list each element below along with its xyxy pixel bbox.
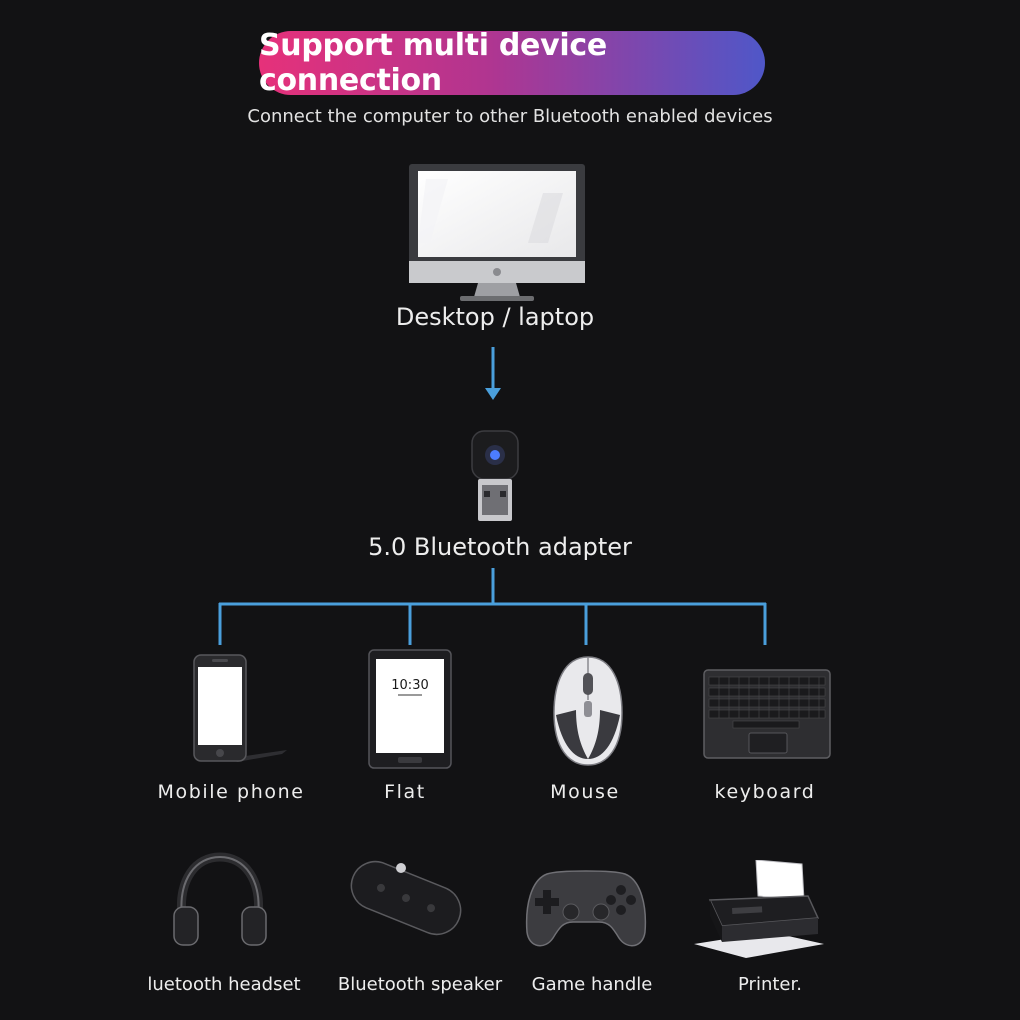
device-label-gamepad: Game handle	[531, 974, 653, 995]
device-label-speaker: Bluetooth speaker	[337, 974, 503, 995]
desktop-monitor-icon	[409, 164, 585, 301]
tablet-icon: 10:30	[368, 649, 452, 769]
adapter-label: 5.0 Bluetooth adapter	[368, 533, 632, 561]
keyboard-icon	[703, 669, 831, 759]
banner-title: Support multi device connection	[259, 28, 607, 98]
headset-icon	[173, 852, 267, 946]
printer-icon	[694, 860, 824, 958]
device-label-keyboard: keyboard	[714, 781, 816, 803]
computer-label: Desktop / laptop	[395, 303, 595, 331]
connector-arrowhead	[485, 388, 501, 400]
mouse-icon	[553, 656, 623, 766]
tablet-time: 10:30	[391, 678, 428, 693]
device-label-headset: luetooth headset	[147, 974, 301, 995]
device-label-mobile-phone: Mobile phone	[157, 781, 305, 803]
mobile-phone-icon	[193, 654, 287, 762]
title-banner: Support multi device connection	[259, 28, 765, 98]
gamepad-icon	[525, 870, 647, 947]
device-label-printer: Printer.	[738, 974, 802, 995]
subtitle: Connect the computer to other Bluetooth …	[247, 106, 773, 127]
speaker-icon	[350, 860, 462, 936]
device-label-mouse: Mouse	[550, 781, 620, 803]
device-label-flat: Flat	[384, 781, 426, 803]
usb-bluetooth-adapter-icon	[471, 430, 519, 521]
